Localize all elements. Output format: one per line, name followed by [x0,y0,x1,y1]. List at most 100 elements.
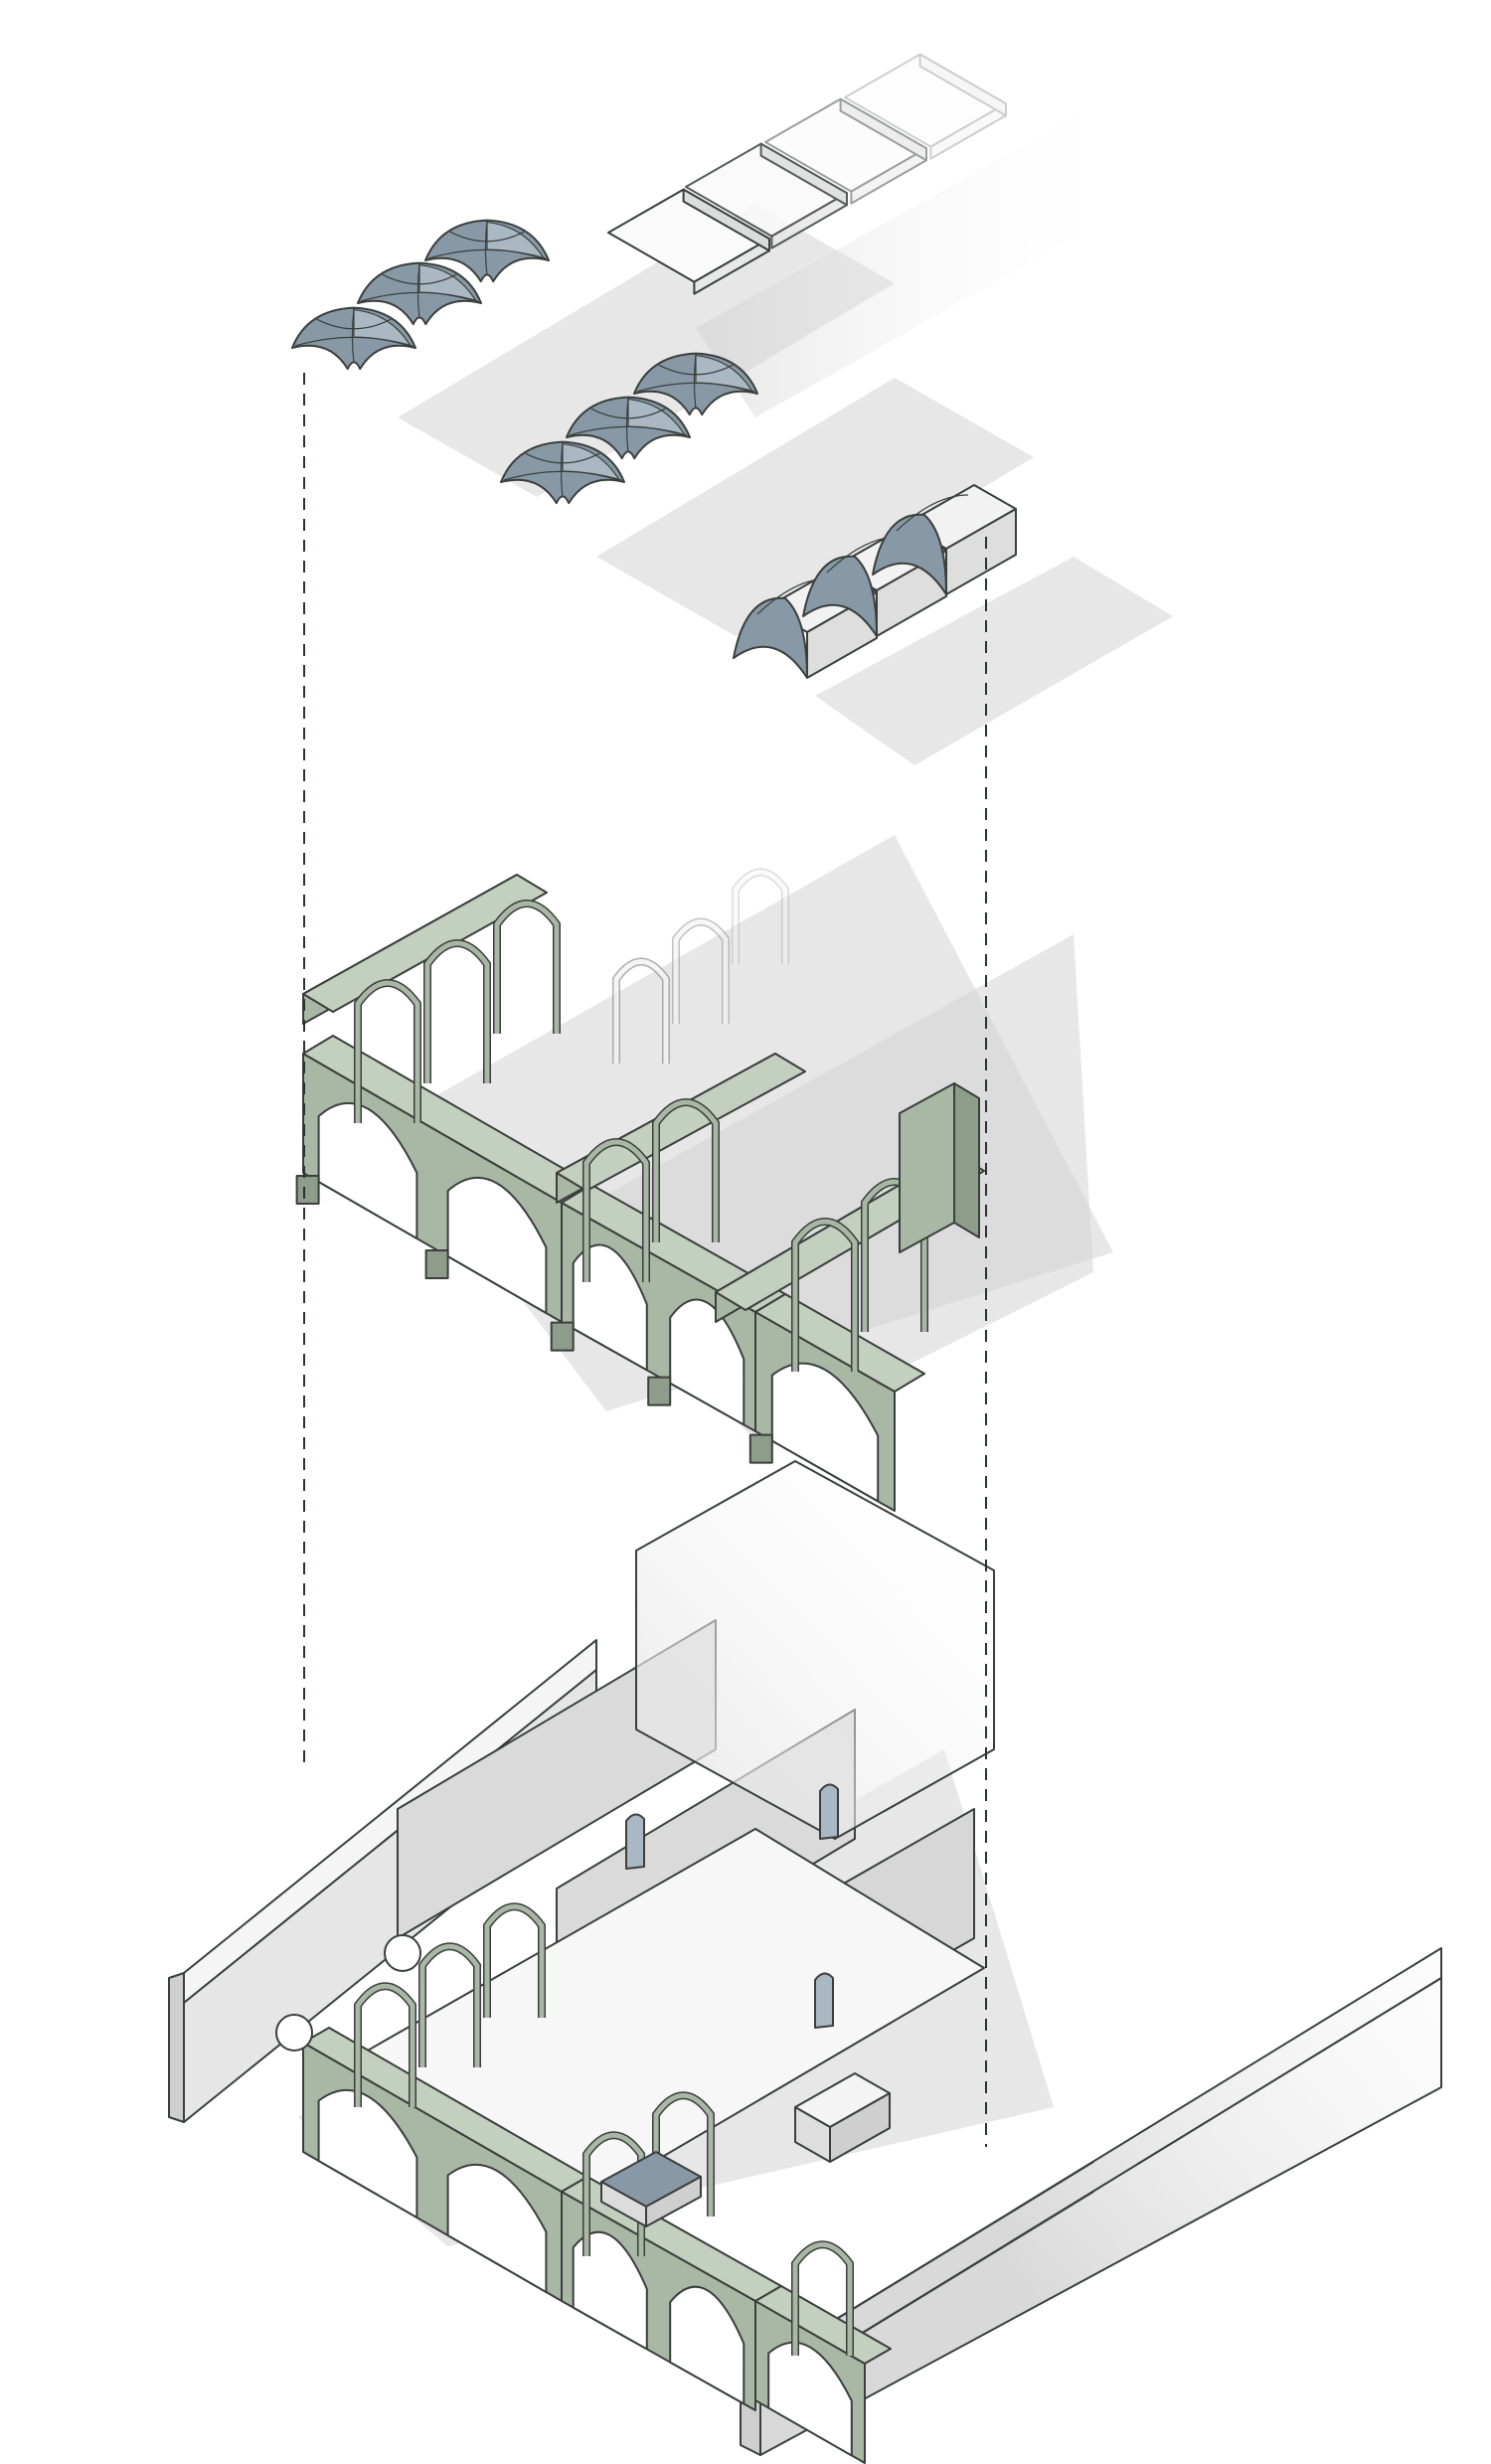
roof-slab-layer [607,53,1007,295]
door-2 [625,1813,645,1870]
faded-shadow-roof [696,80,1143,417]
arch-frame-1 [354,979,421,1123]
arch-frame-3-frame [493,900,561,1034]
barrel-vault-3-ridge-rib [896,494,969,532]
roof-slab-4-side [918,53,1007,117]
groin-vault-2a-rib-cross [560,442,564,498]
barrel-vault-3 [872,484,1017,595]
groin-vault-1c [424,219,550,283]
arch-frame-7 [582,1138,650,1282]
ground-arch-frame-5 [652,2091,715,2217]
basin-side [645,2176,702,2227]
arch-frame-1-frame-fill [355,980,420,1123]
barrel-vault-1-arch-face [733,596,808,679]
ground-arch-frame-1 [354,1982,416,2107]
counter-side [829,2092,891,2163]
spiral-stair-1 [275,2014,313,2052]
groin-vault-1a-rib-ridge [316,318,392,330]
groin-vault-1a-rib-cross [351,308,355,364]
arch-frame-9 [791,1218,859,1372]
arch-frame-3 [493,900,561,1034]
ground-arch-frame-6-frame-fill [792,2241,853,2356]
arch-frame-8 [652,1098,720,1242]
front-arcade-left-arch-0 [317,1101,418,1239]
arch-frame-3-frame-fill [494,901,560,1034]
end-pier-front [899,1082,955,1253]
ground-arch-frame-4 [582,2131,645,2256]
arch-frame-2 [423,939,491,1083]
roof-slab-2 [685,142,848,249]
ground-arch-frame-2-frame-fill [419,1943,480,2067]
groin-vault-1c-rib-cross [484,221,488,276]
arch-frame-5 [672,917,730,1024]
ground-arcade-right-arch-0 [767,2341,853,2457]
shadow-2 [815,557,1173,765]
front-arcade-mid [550,1184,786,1432]
arch-frame-4-frame-fill [613,959,669,1064]
groin-vault-2a-rib-ridge [525,452,600,464]
ground-arcade-mid-arch-1 [669,2285,746,2405]
arch-frame-5-frame-fill [673,919,729,1024]
ground-arch-frame-4-frame-fill [583,2132,644,2256]
roof-slab-4-top [844,53,1007,148]
arch-frame-6-frame-fill [733,870,788,964]
ground-floor-layer [168,1460,1442,2464]
arch-frame-4 [612,957,670,1064]
roof-slab-1 [607,188,770,295]
rear-arcade-beam-mid-top [556,1053,806,1192]
ground-arch-frame-2 [418,1942,481,2067]
front-arcade-mid-arch-1 [669,1298,746,1426]
front-arcade-left [295,1035,592,1323]
rear-arcade-beam-left-top [302,874,548,1013]
groin-vault-2b-rib-cross [625,398,629,453]
arcade-layer [295,868,985,1512]
arch-frame-2-frame [423,939,491,1083]
front-arcade-left-pier-base-1 [424,1249,449,1279]
groin-vault-2a [500,440,625,505]
roof-slab-3-side [839,97,927,162]
arch-frame-9-frame-fill [792,1219,858,1372]
arch-frame-7-frame-fill [583,1139,649,1282]
groin-vault-1b-rib-ridge [382,273,457,285]
roof-slab-4-front [929,102,1007,160]
ground-arcade-left-arch-1 [446,2163,548,2293]
barrel-vault-3-arch-face [872,513,947,595]
ground-arch-frame-3-frame-fill [484,1903,545,2018]
groin-vault-1c-rib-diagonal [427,248,547,259]
groin-vault-2a-rib-diagonal [503,470,622,481]
groin-vault-2b [566,396,691,460]
groin-vault-1a-rib-diagonal [294,336,414,347]
ground-arch-frame-3 [483,1902,546,2018]
roof-slab-1-side [682,188,770,252]
ground-arch-frame-5-frame-fill [653,2092,714,2217]
door-3 [819,1783,839,1840]
roof-slab-2-side [759,142,848,207]
front-arcade-mid-pier-base-1 [647,1376,672,1406]
roof-slab-4 [844,53,1007,160]
left-long-wall-end [168,1972,185,2123]
front-arcade-left-arch-1 [446,1176,548,1314]
barrel-vault-2-arch-face [802,555,878,637]
groin-vault-2c-rib-cross [693,354,697,410]
door-1 [814,1972,834,2029]
arch-frame-2-frame-fill [424,940,490,1083]
groin-vault-1b-rib-diagonal [360,291,479,302]
ground-arch-frame-6 [791,2240,854,2356]
front-arcade-mid-arch-0 [572,1243,648,1372]
arch-frame-6-frame [732,868,789,964]
groin-vault-1b [357,261,482,326]
groin-vault-2b-rib-diagonal [569,425,688,436]
ground-arcade-mid-arch-0 [572,2230,648,2351]
spiral-stair-2 [384,1934,421,1972]
rear-arcade-beam-mid [556,1053,806,1204]
ground-arcade-left [302,2027,588,2302]
ground-arch-frame-1-frame-fill [355,1983,415,2107]
groin-vault-2b-rib-ridge [590,408,666,419]
roof-slab-3 [764,97,927,205]
arch-frame-6 [732,868,789,964]
shadow-1 [596,378,1034,636]
ground-arcade-left-arch-0 [317,2088,418,2218]
ground-arcade-right-top [754,2285,892,2365]
